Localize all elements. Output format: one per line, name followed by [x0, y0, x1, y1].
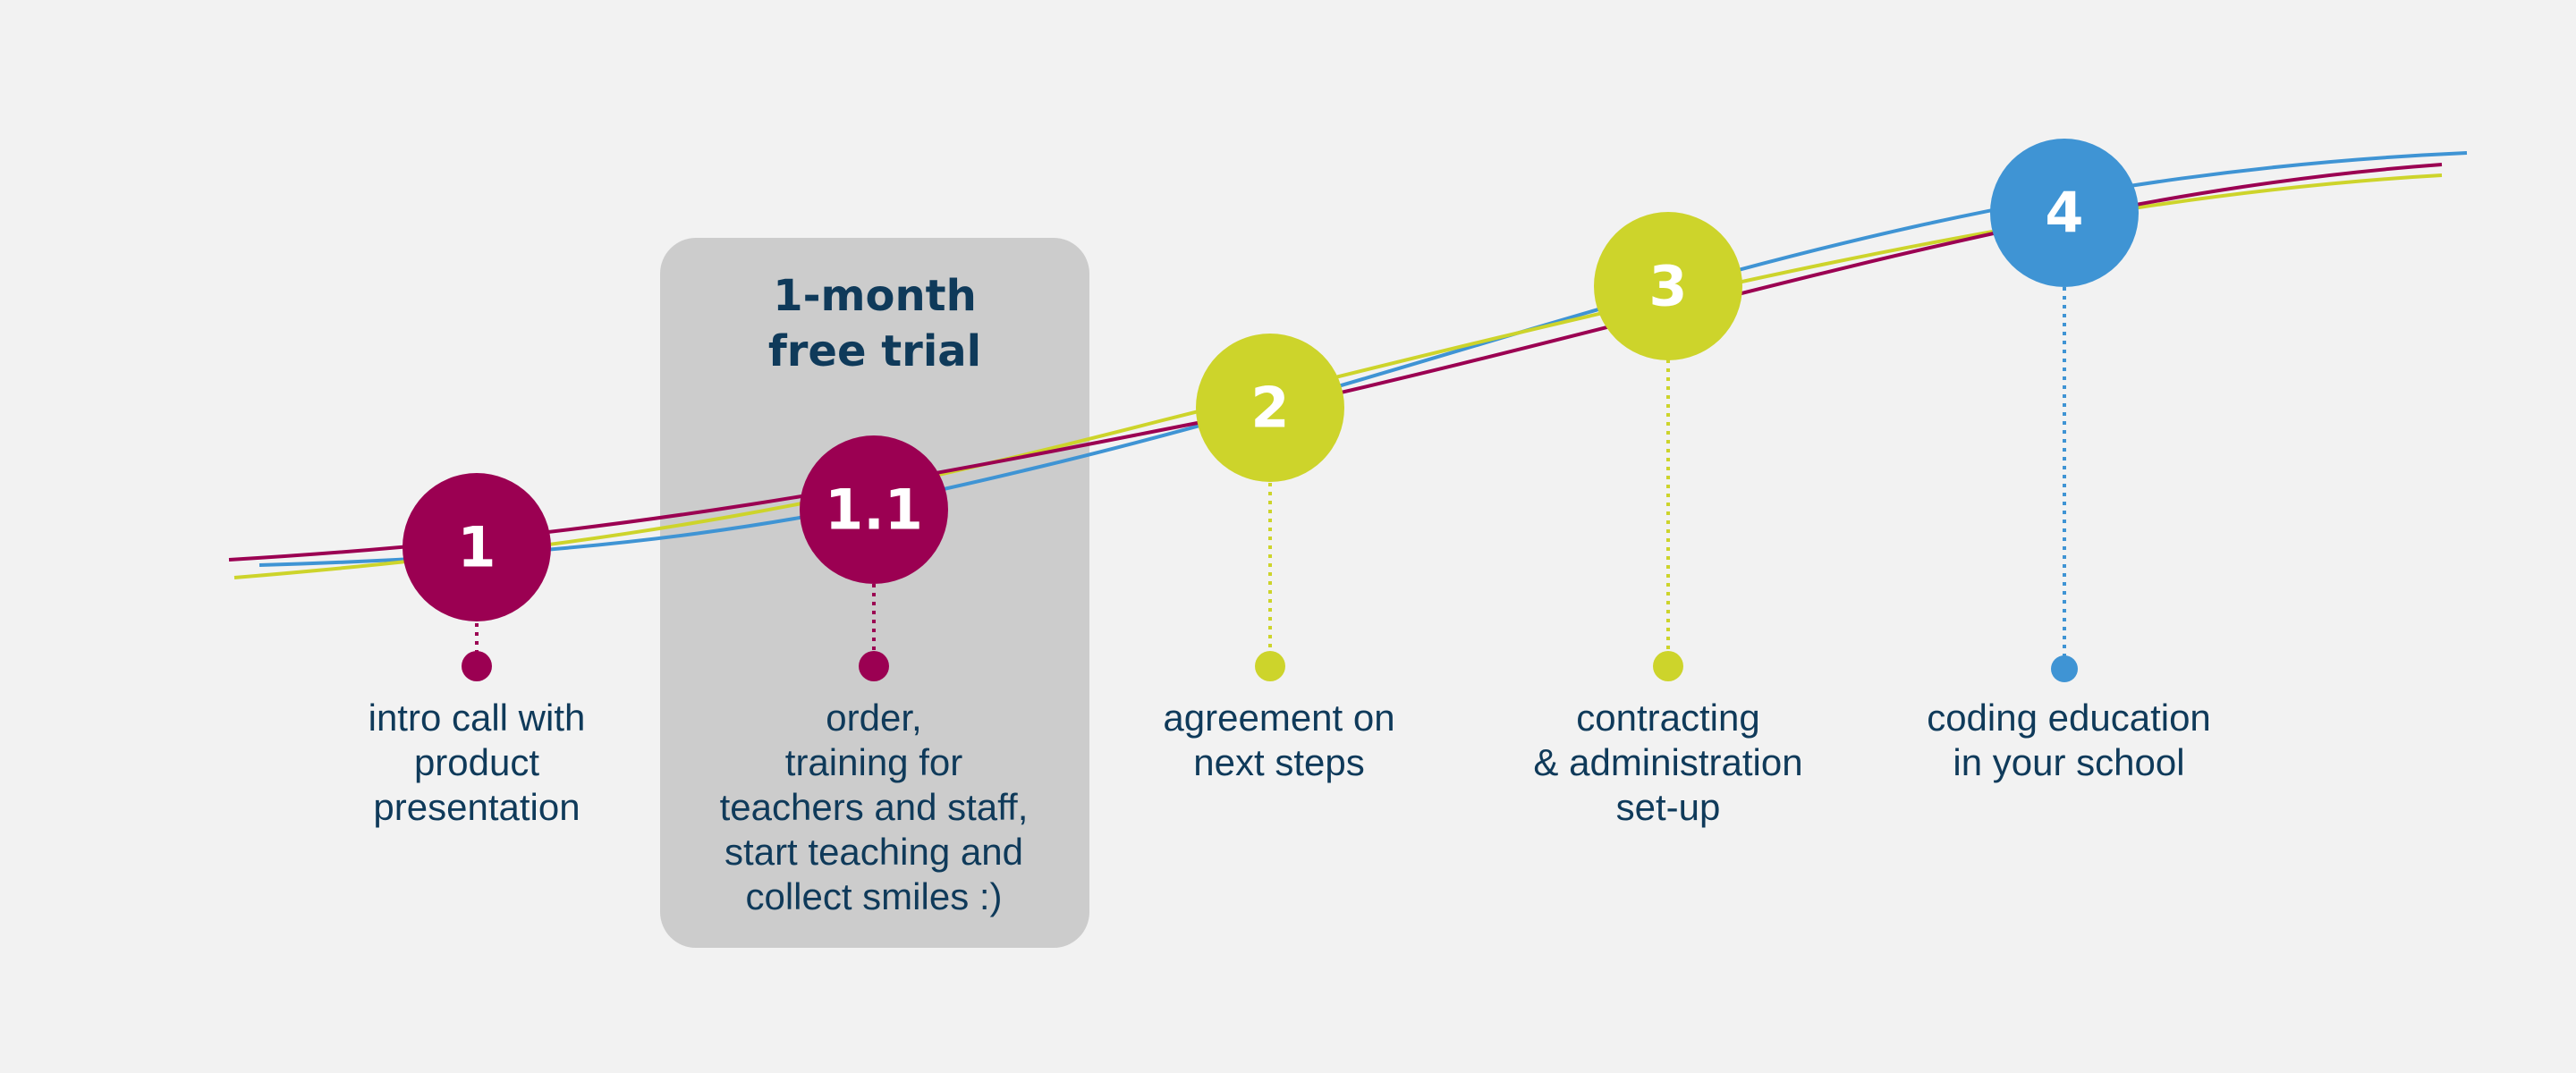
step-circle-1-1 — [800, 435, 948, 584]
trial-title: 1-month free trial — [660, 268, 1089, 379]
step-circle-1 — [402, 473, 551, 621]
dot-step-4 — [2051, 655, 2078, 682]
dot-step-2 — [1255, 651, 1285, 681]
step-number-4: 4 — [2045, 181, 2083, 246]
step-number-1-1: 1.1 — [825, 477, 923, 543]
step-number-1: 1 — [457, 515, 496, 580]
step-label-4: coding education in your school — [1927, 697, 2211, 783]
dot-step-3 — [1653, 651, 1683, 681]
step-label-1-1: order, training for teachers and staff, … — [719, 697, 1029, 917]
step-number-3: 3 — [1648, 254, 1687, 319]
dot-step-1 — [462, 651, 492, 681]
step-circle-3 — [1594, 212, 1742, 360]
step-label-1: intro call with product presentation — [368, 697, 586, 828]
step-label-2: agreement on next steps — [1163, 697, 1395, 783]
trial-title-line-2: free trial — [767, 326, 982, 376]
step-circle-2 — [1196, 334, 1344, 482]
trial-title-line-1: 1-month — [773, 271, 977, 321]
step-label-3: contracting & administration set-up — [1533, 697, 1803, 828]
step-number-2: 2 — [1250, 376, 1289, 441]
step-circle-4 — [1990, 139, 2139, 287]
dot-step-1-1 — [859, 651, 889, 681]
